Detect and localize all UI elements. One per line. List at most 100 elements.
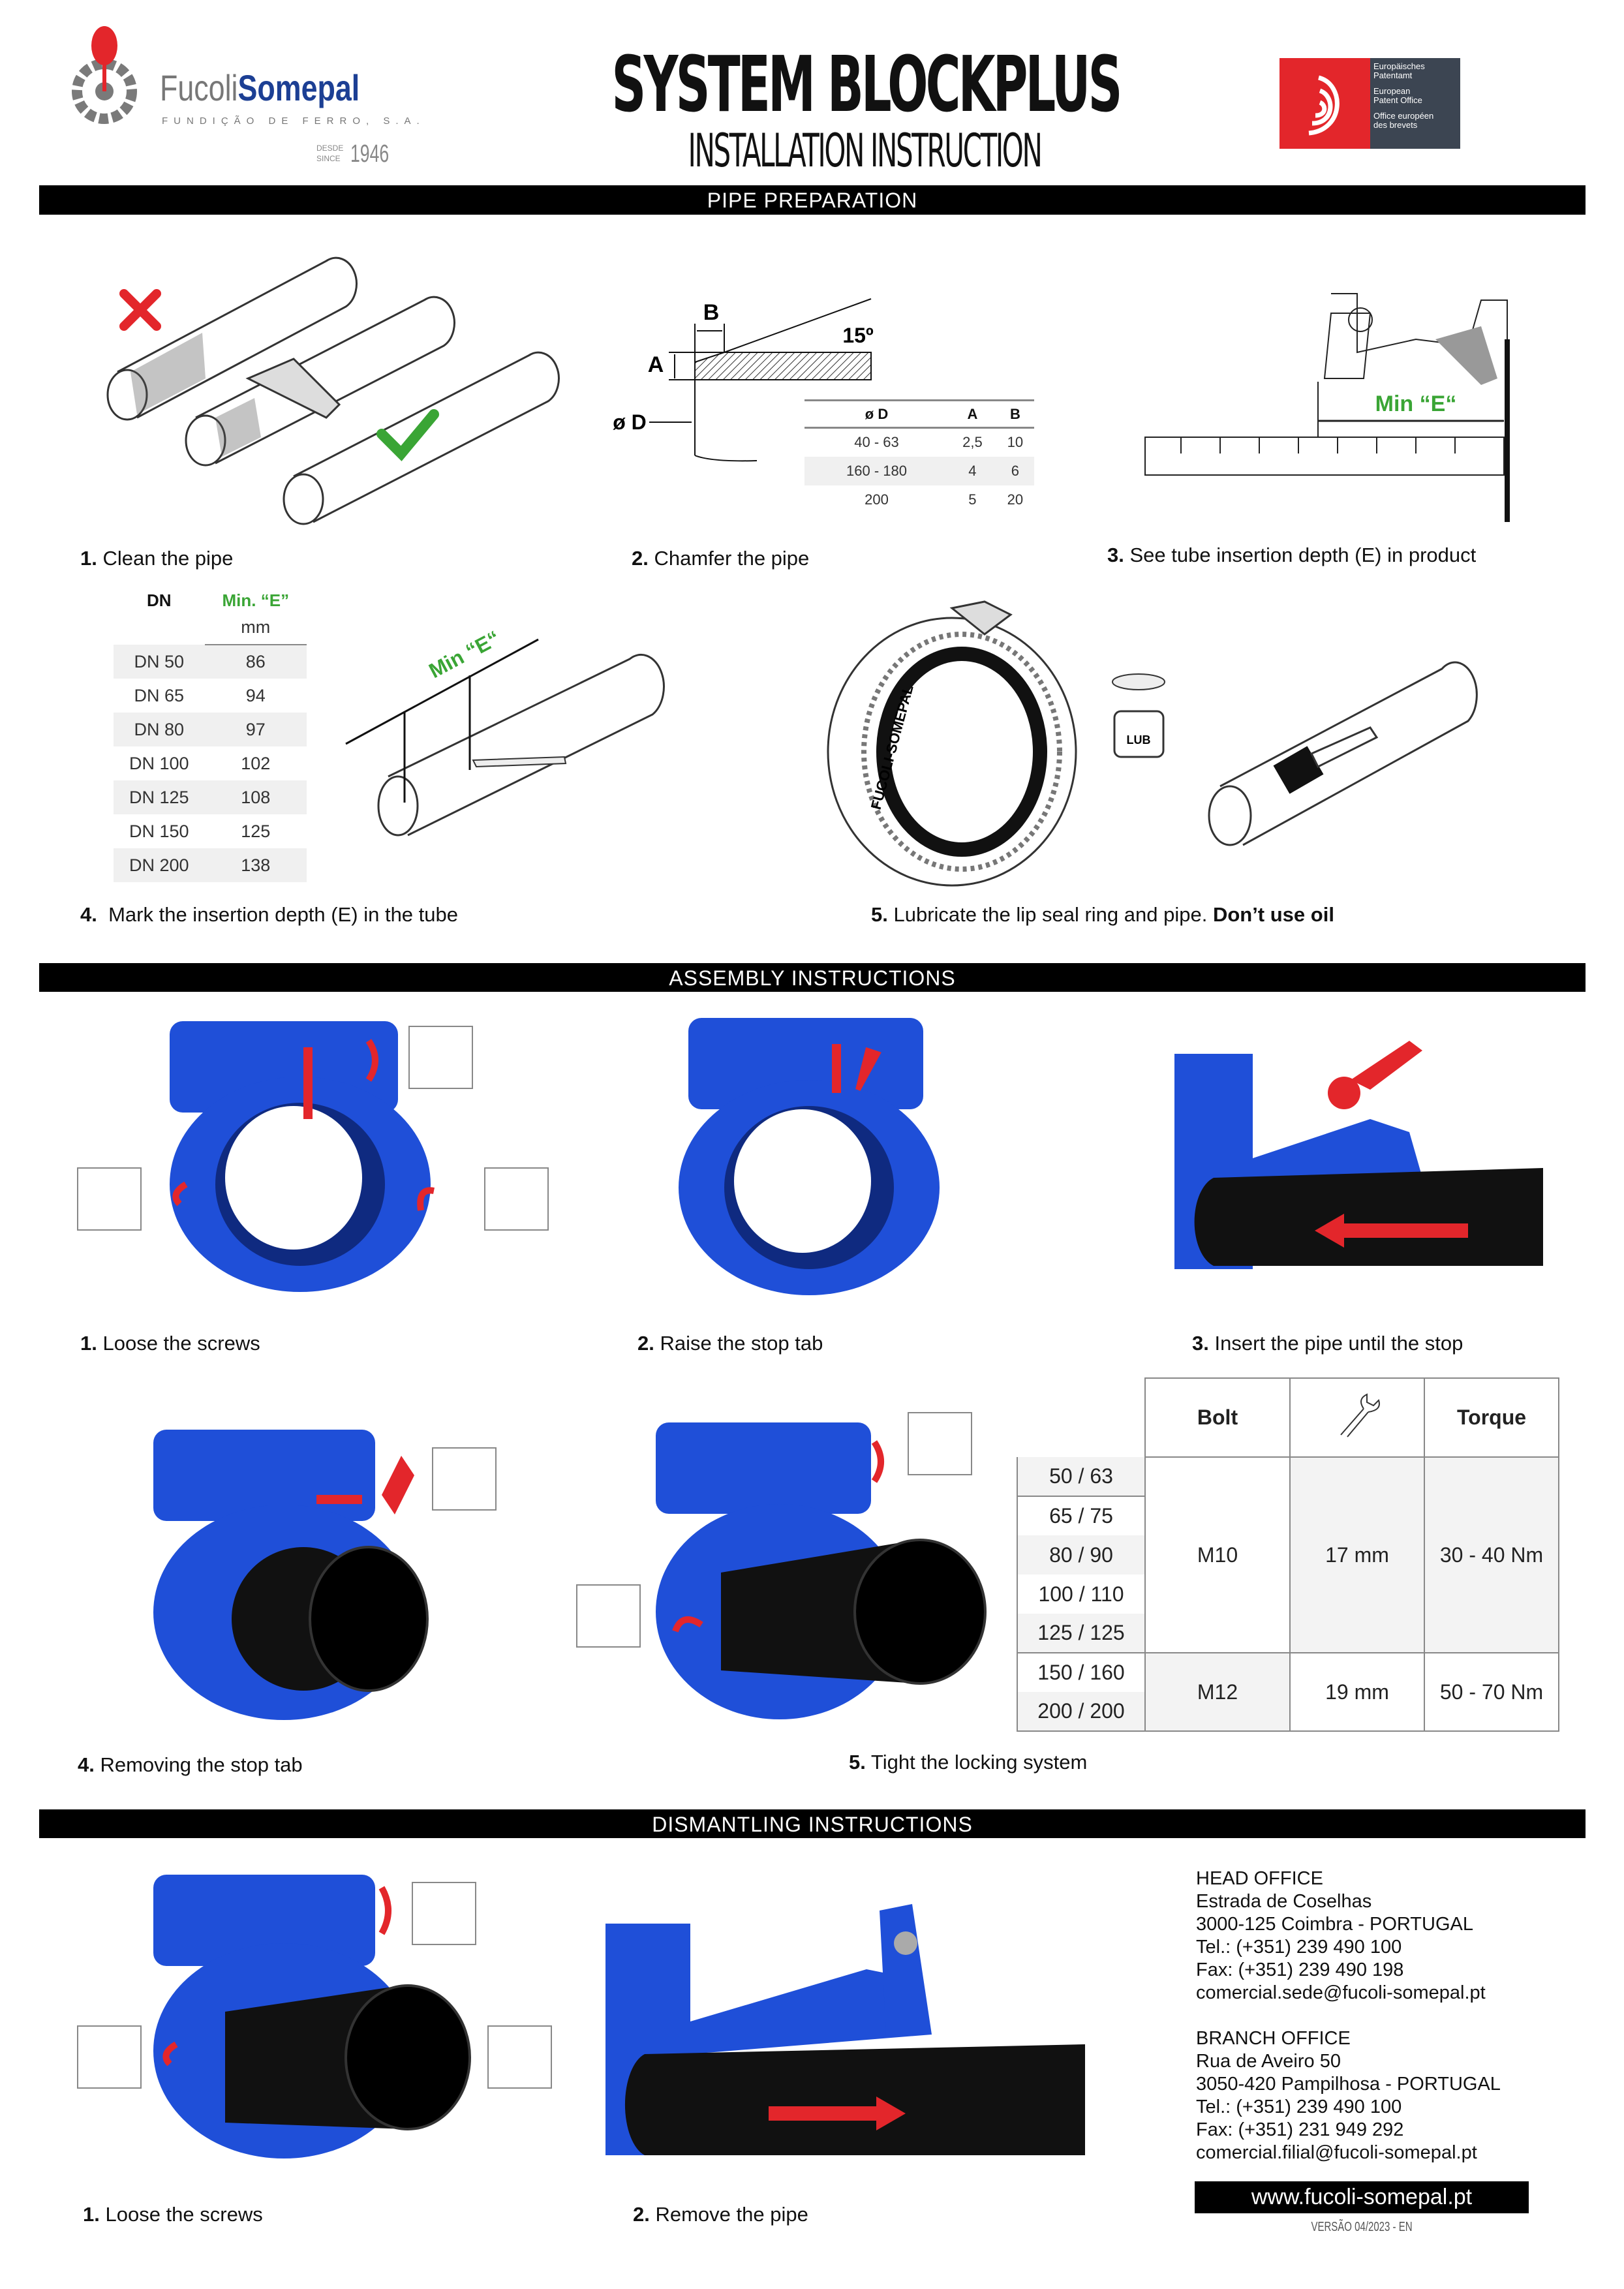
since-year: 1946: [350, 140, 390, 168]
page-subtitle: INSTALLATION INSTRUCTION: [688, 124, 1043, 177]
col-header: Min. “E”: [222, 591, 290, 610]
cell: DN 125: [114, 780, 205, 814]
min-e-label: Min “E“: [425, 626, 503, 683]
hand-wrench-icon: [908, 1412, 972, 1475]
step-caption: Insert the pipe until the stop: [1214, 1332, 1463, 1355]
address-line: 3050-420 Pampilhosa - PORTUGAL: [1196, 2074, 1501, 2095]
dismantle-loose-screws-illustration: [153, 1875, 471, 2158]
since-label-1: DESDE: [316, 144, 344, 153]
company-logo: FucoliSomepal FUNDIÇÃO DE FERRO, S.A. DE…: [65, 26, 420, 176]
bolt-header: Bolt: [1144, 1377, 1291, 1458]
lubricant-jar-icon: LUB: [1112, 673, 1165, 758]
step-caption: See tube insertion depth (E) in product: [1129, 544, 1477, 566]
step-caption: Raise the stop tab: [660, 1332, 823, 1355]
valve-tighten-illustration: [656, 1422, 987, 1719]
address-line: Tel.: (+351) 239 490 100: [1196, 1937, 1402, 1958]
wrench-icon: [1340, 1392, 1380, 1437]
cell: DN 80: [114, 713, 205, 746]
cell: 10: [1007, 434, 1024, 451]
hand-wrench-icon: [77, 2025, 142, 2089]
step-caption: Chamfer the pipe: [654, 547, 810, 570]
valve-remove-tab-illustration: [153, 1430, 429, 1720]
step-caption: Clean the pipe: [102, 547, 234, 570]
hand-wrench-icon: [408, 1026, 473, 1089]
cell: 94: [245, 685, 266, 705]
cell: 200: [865, 491, 889, 508]
address-line: BRANCH OFFICE: [1196, 2028, 1351, 2049]
brush-pipe-illustration: [1208, 661, 1478, 846]
size-cell: 125 / 125: [1017, 1614, 1146, 1653]
gear-logo-icon: [72, 26, 137, 124]
min-e-label: Min “E“: [1375, 392, 1457, 416]
wrench-size-cell: 17 mm: [1289, 1456, 1425, 1653]
cell: 86: [204, 645, 307, 679]
torque-cell: 50 - 70 Nm: [1424, 1652, 1559, 1732]
since-label-2: SINCE: [316, 154, 341, 163]
size-cell: 65 / 75: [1017, 1496, 1146, 1535]
step-caption: Remove the pipe: [655, 2203, 808, 2226]
company-name-2: Somepal: [237, 67, 360, 108]
address-line: Fax: (+351) 231 949 292: [1196, 2119, 1404, 2140]
address-line: HEAD OFFICE: [1196, 1868, 1323, 1889]
step-caption: Loose the screws: [105, 2203, 263, 2226]
section-dismantling: DISMANTLING INSTRUCTIONS: [39, 1809, 1586, 1838]
table-row: DN 150 125: [114, 814, 307, 848]
cell: 5: [968, 491, 977, 508]
cell: 4: [949, 456, 996, 485]
oil-warning: Don’t use oil: [1212, 903, 1334, 926]
cell: 160 - 180: [804, 456, 949, 485]
hand-wrench-icon: [487, 2025, 552, 2089]
address-line: 3000-125 Coimbra - PORTUGAL: [1196, 1914, 1473, 1935]
hand-wrench-icon: [77, 1167, 142, 1231]
epo-line: European: [1373, 86, 1411, 96]
bolt-cell: M12: [1144, 1652, 1291, 1732]
epo-line: Patentamt: [1373, 70, 1413, 80]
remove-pipe-illustration: [605, 1904, 1085, 2155]
col-header: B: [996, 399, 1034, 429]
version-label: VERSÃO 04/2023 - EN: [1311, 2220, 1413, 2234]
section-assembly: ASSEMBLY INSTRUCTIONS: [39, 963, 1586, 992]
step-caption: Lubricate the lip seal ring and pipe.: [893, 903, 1208, 926]
cell: 6: [996, 456, 1034, 485]
col-header: DN: [147, 591, 172, 610]
section-pipe-preparation: PIPE PREPARATION: [39, 185, 1586, 215]
step-caption: Mark the insertion depth (E) in the tube: [108, 903, 458, 926]
hand-wrench-icon: [576, 1584, 641, 1648]
seal-ring-illustration: FUCOLI-SOMEPAL: [827, 600, 1077, 887]
website-link[interactable]: www.fucoli-somepal.pt: [1195, 2181, 1529, 2213]
step-number: 5.: [871, 903, 888, 926]
epo-line: Patent Office: [1373, 95, 1422, 105]
epo-swirl-icon: [1308, 75, 1340, 136]
email-link[interactable]: comercial.filial@fucoli-somepal.pt: [1196, 2142, 1477, 2163]
wrench-header: [1289, 1377, 1425, 1458]
step-caption: Removing the stop tab: [100, 1753, 303, 1776]
size-cell: 80 / 90: [1017, 1535, 1146, 1575]
chamfer-label-a: A: [648, 352, 664, 377]
step-number: 1.: [80, 547, 97, 570]
cell: 40 - 63: [854, 434, 899, 451]
step-caption: Tight the locking system: [870, 1751, 1088, 1774]
chamfer-diagram: B A ø D 15º: [613, 298, 874, 462]
email-link[interactable]: comercial.sede@fucoli-somepal.pt: [1196, 1982, 1486, 2003]
step-number: 5.: [849, 1751, 866, 1774]
cell: 138: [204, 848, 307, 882]
cell: DN 150: [129, 821, 189, 841]
size-cell: 50 / 63: [1017, 1457, 1146, 1497]
cell: DN 50: [114, 645, 205, 679]
mark-pipe-illustration: Min “E“: [345, 626, 665, 837]
epo-line: des brevets: [1373, 120, 1418, 130]
torque-header: Torque: [1424, 1377, 1559, 1458]
address-line: Fax: (+351) 239 490 198: [1196, 1959, 1404, 1980]
company-name-1: Fucoli: [160, 67, 238, 108]
company-subtitle: FUNDIÇÃO DE FERRO, S.A.: [162, 115, 425, 127]
cell: 125: [241, 821, 271, 841]
chamfer-angle: 15º: [842, 324, 874, 347]
hand-wrench-icon: [412, 1882, 476, 1945]
cell: 102: [241, 753, 271, 773]
